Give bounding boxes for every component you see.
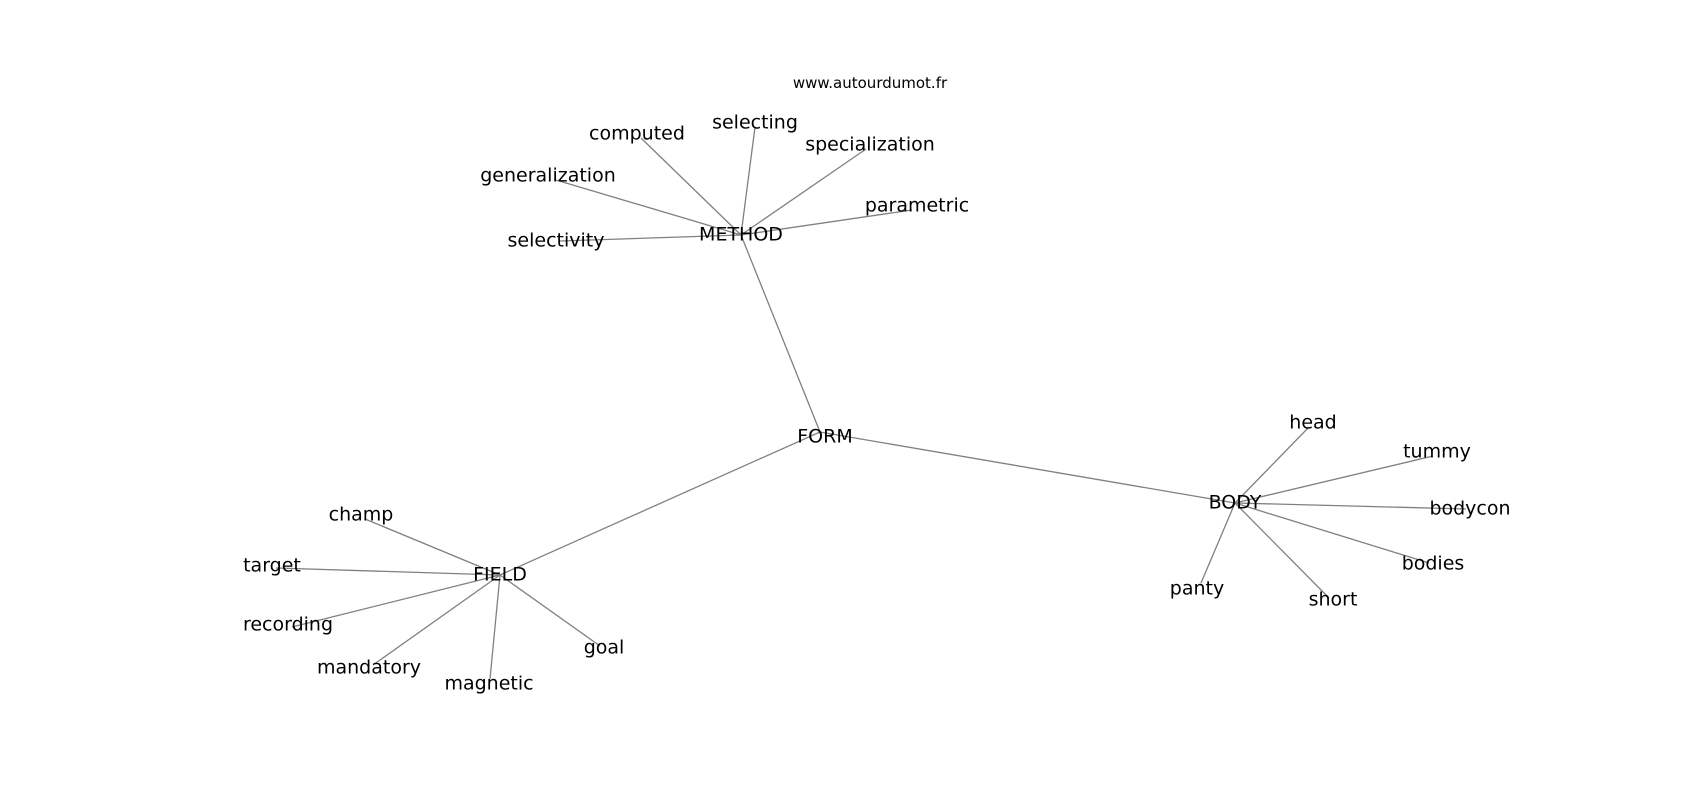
edge-body-short — [1234, 502, 1330, 599]
node-label-short: short — [1309, 589, 1358, 611]
edge-body-panty — [1200, 502, 1236, 584]
node-label-generalization: generalization — [480, 165, 616, 187]
edge-method-selecting — [740, 126, 756, 236]
edge-body-bodycon — [1234, 502, 1467, 510]
edge-field-mandatory — [372, 574, 501, 666]
node-label-body: BODY — [1209, 492, 1262, 514]
edges-layer — [275, 126, 1467, 680]
edge-method-generalization — [555, 179, 742, 236]
node-label-magnetic: magnetic — [444, 673, 533, 695]
edge-field-goal — [499, 574, 601, 647]
node-label-champ: champ — [329, 504, 394, 526]
node-label-parametric: parametric — [865, 195, 969, 217]
edge-body-bodies — [1234, 502, 1430, 564]
node-label-field: FIELD — [473, 564, 527, 586]
node-label-goal: goal — [584, 637, 625, 659]
node-label-target: target — [243, 555, 301, 577]
node-label-bodies: bodies — [1402, 553, 1465, 575]
edge-form-body — [819, 431, 1236, 504]
node-label-recording: recording — [243, 614, 333, 636]
edge-field-target — [275, 567, 501, 576]
labels-layer: FORM METHOD FIELD BODY computed selecting spec… — [243, 112, 1511, 695]
edge-form-field — [499, 431, 821, 576]
edge-method-selectivity — [559, 234, 742, 242]
edge-field-magnetic — [489, 574, 501, 680]
edge-body-head — [1234, 426, 1310, 504]
node-label-computed: computed — [589, 123, 685, 145]
node-label-bodycon: bodycon — [1429, 498, 1510, 520]
node-label-head: head — [1289, 412, 1336, 434]
node-label-mandatory: mandatory — [317, 657, 421, 679]
edge-field-champ — [364, 518, 501, 576]
node-label-selectivity: selectivity — [508, 230, 605, 252]
edge-method-computed — [640, 137, 742, 236]
watermark-text: www.autourdumot.fr — [793, 74, 948, 92]
node-label-form: FORM — [797, 426, 852, 448]
edge-body-tummy — [1234, 455, 1434, 504]
edge-method-specialization — [740, 148, 867, 236]
node-label-method: METHOD — [699, 224, 783, 246]
edge-field-recording — [291, 574, 501, 628]
node-label-tummy: tummy — [1403, 441, 1471, 463]
edge-form-method — [740, 234, 821, 433]
node-label-selecting: selecting — [712, 112, 798, 134]
node-label-specialization: specialization — [805, 134, 935, 156]
node-label-panty: panty — [1170, 578, 1224, 600]
edge-method-parametric — [740, 209, 913, 236]
